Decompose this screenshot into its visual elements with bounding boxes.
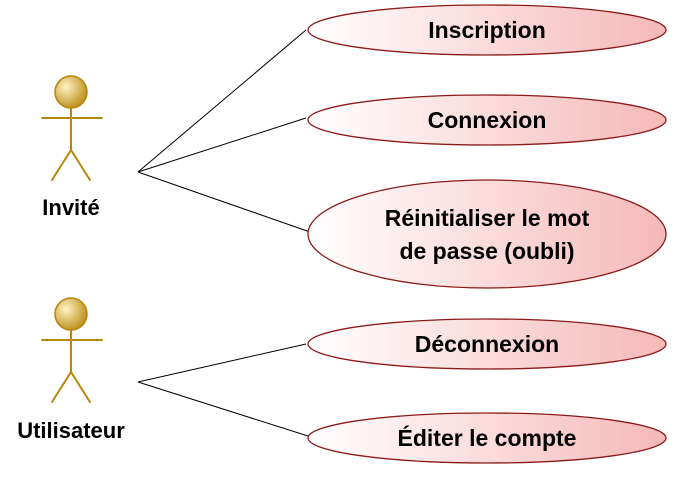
usecase-label: Éditer le compte xyxy=(398,424,577,451)
usecase-label-line-1: Réinitialiser le mot xyxy=(385,205,590,231)
actor-guest[interactable]: Invité xyxy=(41,75,103,220)
usecase-inscription[interactable]: Inscription xyxy=(307,4,667,56)
usecase-label: Déconnexion xyxy=(415,331,559,357)
usecase-label: Connexion xyxy=(428,107,547,133)
stick-figure-actor-icon xyxy=(41,297,103,403)
association-guest-connexion xyxy=(137,117,307,173)
actor-user[interactable]: Utilisateur xyxy=(17,297,125,443)
associations xyxy=(137,29,311,437)
stick-figure-actor-icon xyxy=(41,75,103,181)
usecase-reinitialiser-mot-de-passe[interactable]: Réinitialiser le mot de passe (oubli) xyxy=(307,179,667,289)
usecase-ellipse xyxy=(307,4,667,56)
usecase-ellipse xyxy=(307,412,667,464)
association-guest-inscription xyxy=(137,29,307,173)
association-user-deconnexion xyxy=(137,343,307,383)
usecase-label: Inscription xyxy=(428,17,546,43)
usecase-ellipse xyxy=(307,94,667,146)
actor-label-guest: Invité xyxy=(42,195,99,220)
usecase-connexion[interactable]: Connexion xyxy=(307,94,667,146)
usecase-deconnexion[interactable]: Déconnexion xyxy=(307,318,667,370)
association-guest-reinit xyxy=(137,171,311,233)
usecase-label-line-2: de passe (oubli) xyxy=(399,238,574,264)
usecase-ellipse xyxy=(307,318,667,370)
association-user-editer xyxy=(137,381,309,437)
actor-label-user: Utilisateur xyxy=(17,418,125,443)
usecase-ellipse xyxy=(307,179,667,289)
usecase-editer-compte[interactable]: Éditer le compte xyxy=(307,412,667,464)
